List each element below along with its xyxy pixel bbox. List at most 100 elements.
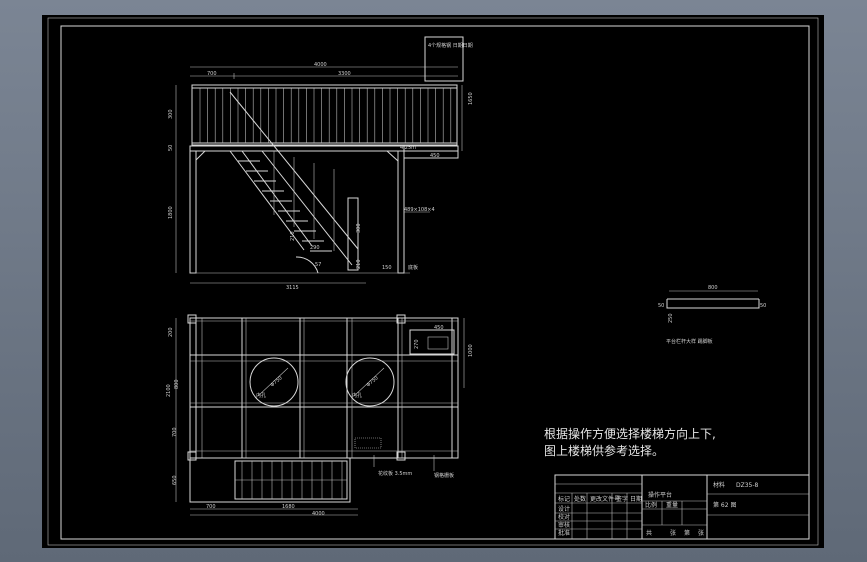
grating-label: 钢格栅板 — [434, 472, 454, 479]
dim-text-right-height: 1650 — [468, 92, 474, 105]
tb-header-cell: 更改文件号 — [590, 495, 620, 503]
stair-plan-outline — [189, 457, 351, 503]
tb-row-label: 校对 — [558, 513, 570, 521]
tb-title: 操作平台 — [648, 491, 672, 499]
tb-row-label: 批准 — [558, 529, 570, 537]
stair-stringer-high — [261, 150, 353, 266]
tb-scale-label: 比例 — [645, 501, 657, 509]
dim-text-plan-b: 2100 — [166, 384, 172, 397]
manhole-left — [249, 357, 299, 407]
corner-plate — [187, 314, 197, 324]
side-elevation: 4000 700 3300 — [168, 36, 474, 291]
pipe-label: 489×108×4 — [404, 207, 435, 213]
hole-note-right: 内孔 — [352, 392, 362, 399]
corner-plate — [187, 451, 197, 461]
hole-leader-right — [353, 367, 385, 397]
brace-right — [386, 150, 399, 162]
deck-beam — [189, 145, 459, 152]
detail-dim-left: 50 — [658, 303, 664, 309]
plan-right-box — [409, 329, 455, 355]
dim-text-plan-a: 200 — [168, 327, 174, 337]
dim-text-plan-bottom-a: 700 — [206, 504, 216, 510]
plan-right-inner — [427, 336, 449, 350]
tb-sheet: 第 62 图 — [713, 501, 736, 509]
tb-header-cell: 签字 — [616, 495, 628, 503]
brace-left — [195, 150, 206, 161]
hole-note-left: 内孔 — [256, 392, 266, 399]
hatch-patch — [354, 437, 382, 449]
landing-box — [403, 145, 459, 159]
dim-text-plan-right: 1000 — [468, 344, 474, 357]
tb-header-cell: 日期 — [630, 495, 642, 503]
column-left — [189, 150, 197, 274]
dim-text-left-height: 1800 — [168, 206, 174, 219]
rail-detail: 800 50 50 250 平台栏杆大样 踢脚板 — [658, 285, 766, 345]
inner-border — [60, 25, 810, 540]
angle-arc — [295, 256, 319, 274]
dim-text-plan-e: 650 — [172, 475, 178, 485]
dim-text-right-small: 450 — [430, 153, 440, 159]
note-line-2: 图上楼梯供参考选择。 — [544, 443, 664, 458]
outer-border — [47, 17, 819, 546]
stair-plan-lines — [235, 461, 347, 499]
base-note: 底板 — [408, 264, 418, 271]
hole-leader-left — [257, 367, 289, 397]
note-line-1: 根据操作方便选择楼梯方向上下, — [544, 426, 716, 441]
tb-left-grid — [555, 483, 642, 539]
hole-label-left: Φ750 — [269, 375, 283, 388]
balusters — [199, 88, 452, 143]
manhole-right — [345, 357, 395, 407]
tb-header-cell: 处数 — [574, 495, 586, 503]
dim-text-stringer: 300 — [356, 223, 362, 233]
dim-text-top-total: 4000 — [314, 62, 327, 68]
railing-frame — [191, 84, 458, 146]
dim-text-top-left: 700 — [207, 71, 217, 77]
detail-dim-right: 50 — [760, 303, 766, 309]
tb-row-label: 设计 — [558, 505, 570, 513]
tb-drawing-no: DZ35-8 — [736, 482, 759, 489]
callout-box — [424, 36, 464, 82]
tb-footer-cell: 张 — [670, 529, 676, 537]
platform-outline — [189, 317, 459, 459]
title-block: 操作平台 材料 DZ35-8 第 62 图 比例 重量 设计 校对 审核 批准 … — [554, 474, 810, 540]
dim-text-plan-d: 700 — [172, 427, 178, 437]
dim-text-plan-box-h: 270 — [414, 339, 420, 349]
dim-text-step-a: 210 — [290, 231, 296, 241]
dim-text-plate: 4.25m — [400, 145, 416, 151]
plan-grid — [190, 317, 458, 459]
dim-text-plan-box-w: 450 — [434, 325, 444, 331]
dim-text-top-right: 3300 — [338, 71, 351, 77]
corner-plate — [396, 314, 406, 324]
drawing-canvas[interactable]: 4000 700 3300 — [42, 15, 824, 548]
plate-label: 花纹板 3.5mm — [378, 470, 412, 477]
callout-text: 4个规格钢 日期日期 — [428, 42, 473, 49]
stair-treads — [238, 160, 332, 252]
dim-text-plan-bottom-total: 4000 — [312, 511, 325, 517]
dim-text-plan-c: 800 — [174, 379, 180, 389]
stair-posts — [273, 151, 335, 251]
detail-dim-left-v: 250 — [668, 313, 674, 323]
dim-text-step-c: 210 — [356, 259, 362, 269]
angle-text: 57 — [315, 262, 321, 268]
tb-weight-label: 重量 — [666, 501, 678, 509]
dim-text-step-b: 290 — [310, 245, 320, 251]
tb-material-label: 材料 — [713, 481, 725, 489]
dim-text-base: 150 — [382, 265, 392, 271]
dim-text-bottom: 3115 — [286, 285, 299, 291]
stair-stringer-low — [229, 150, 305, 251]
detail-dim-length: 800 — [708, 285, 718, 291]
tb-row-label: 审核 — [558, 521, 570, 529]
detail-caption: 平台栏杆大样 踢脚板 — [666, 338, 713, 345]
drawing-sheet[interactable]: 4000 700 3300 — [42, 15, 824, 548]
tb-header-cell: 标记 — [558, 495, 570, 503]
tb-footer-cell: 共 — [646, 529, 652, 537]
dim-text-plan-bottom-b: 1680 — [282, 504, 295, 510]
corner-plate — [396, 451, 406, 461]
tb-footer-cell: 第 — [684, 529, 690, 537]
hole-label-right: Φ750 — [365, 375, 379, 388]
dim-text-left-small: 50 — [168, 145, 174, 151]
tb-footer-cell: 张 — [698, 529, 704, 537]
stair-end-post — [347, 197, 359, 271]
dim-text-rail: 300 — [168, 109, 174, 119]
